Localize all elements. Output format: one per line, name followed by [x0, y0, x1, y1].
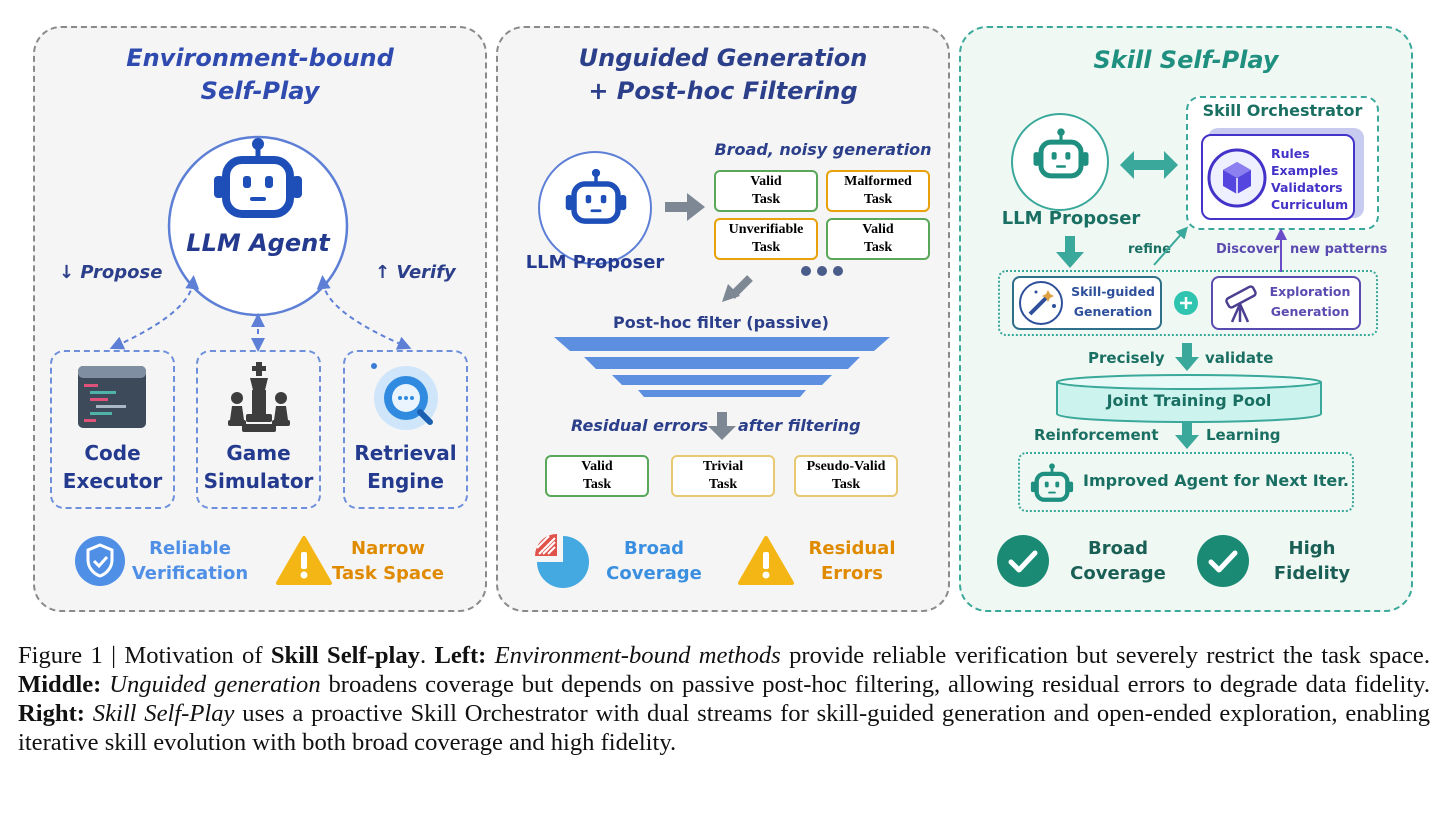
code-executor-box	[50, 350, 175, 509]
retrieval-engine-box	[343, 350, 468, 509]
arrow-down-left-icon	[722, 275, 753, 302]
broad-label-1: Broad	[624, 538, 684, 559]
orch-item-curriculum: Curriculum	[1271, 197, 1349, 212]
down-arrow-teal-icon	[1175, 421, 1199, 449]
exploration-label-2: Generation	[1270, 304, 1350, 319]
validate-label: validate	[1205, 349, 1274, 367]
filter-funnel-icon	[554, 337, 890, 397]
shield-check-icon	[75, 536, 125, 586]
broad-label-2: Coverage	[606, 563, 702, 584]
orch-item-examples: Examples	[1271, 163, 1339, 178]
broad-coverage-label-1: Broad	[1088, 538, 1148, 559]
search-cloud-icon	[371, 363, 438, 430]
robot-icon	[565, 168, 627, 224]
refine-arrow	[1153, 226, 1188, 266]
narrow-label-2: Task Space	[332, 563, 444, 584]
residual-label-1: Residual	[808, 538, 896, 559]
narrow-label-1: Narrow	[351, 538, 425, 559]
high-fidelity-label-2: Fidelity	[1273, 563, 1351, 584]
filter-label: Post-hoc filter (passive)	[613, 313, 829, 332]
ellipsis-icon	[801, 266, 843, 276]
orchestrator-label: Skill Orchestrator	[1202, 101, 1363, 120]
generation-streams-box	[998, 270, 1378, 336]
robot-icon	[1030, 463, 1074, 502]
arrow-down-icon	[708, 412, 736, 440]
retrieval-engine-label-2: Engine	[367, 469, 444, 493]
proposer-circle	[538, 151, 652, 265]
new-patterns-label: new patterns	[1290, 242, 1388, 257]
down-arrow-teal-icon	[1056, 236, 1084, 268]
telescope-icon	[1225, 285, 1257, 323]
precisely-label: Precisely	[1088, 349, 1165, 367]
left-title-line2: Self-Play	[200, 77, 320, 105]
retrieval-engine-label-1: Retrieval	[354, 441, 457, 465]
warning-icon	[738, 536, 794, 585]
code-executor-label-2: Executor	[62, 469, 163, 493]
reinforcement-label: Reinforcement	[1034, 426, 1159, 444]
broad-noisy-label: Broad, noisy generation	[714, 140, 932, 159]
game-simulator-label-1: Game	[226, 441, 291, 465]
improved-agent-label: Improved Agent for Next Iter.	[1083, 471, 1349, 490]
middle-proposer-label: LLM Proposer	[525, 252, 665, 273]
middle-title-line2: + Post-hoc Filtering	[588, 77, 858, 105]
high-fidelity-label-1: High	[1288, 538, 1336, 559]
residual-label-2: Errors	[820, 563, 883, 584]
proposer-circle	[1011, 113, 1109, 211]
reliable-label-1: Reliable	[149, 538, 231, 559]
right-title: Skill Self-Play	[1093, 46, 1279, 74]
learning-label: Learning	[1206, 426, 1281, 444]
orch-item-validators: Validators	[1271, 180, 1343, 195]
magic-wand-icon	[1019, 281, 1063, 325]
reliable-label-2: Verification	[131, 563, 249, 584]
down-arrow-teal-icon	[1175, 343, 1199, 371]
robot-icon	[1033, 128, 1089, 179]
game-simulator-box	[196, 350, 321, 509]
cube-icon	[1207, 148, 1267, 208]
left-title-line1: Environment-bound	[126, 44, 394, 72]
arrow-right-icon	[665, 193, 705, 221]
middle-panel: Unguided Generation + Post-hoc Filtering	[496, 26, 950, 612]
discover-label: Discover	[1216, 242, 1280, 257]
chess-icon	[228, 362, 290, 432]
code-executor-label-1: Code	[84, 441, 141, 465]
llm-agent-label: LLM Agent	[186, 229, 330, 257]
refine-label: refine	[1128, 242, 1171, 257]
residual-errors-label: Residual errors	[571, 416, 709, 435]
middle-title-line1: Unguided Generation	[578, 44, 868, 72]
right-proposer-label: LLM Proposer	[1001, 208, 1141, 229]
skill-guided-label-1: Skill-guided	[1071, 284, 1155, 299]
warning-icon	[276, 536, 332, 585]
check-circle-icon	[1197, 535, 1249, 587]
game-simulator-label-2: Simulator	[203, 469, 314, 493]
pie-coverage-icon	[535, 534, 589, 588]
after-filtering-label: after filtering	[738, 416, 861, 435]
plus-icon	[1174, 291, 1198, 315]
skill-guided-label-2: Generation	[1073, 304, 1153, 319]
discover-arrow	[1275, 228, 1287, 272]
joint-pool-label: Joint Training Pool	[1106, 391, 1272, 410]
check-circle-icon	[997, 535, 1049, 587]
figure-caption: Figure 1 | Motivation of Skill Self-play…	[18, 642, 1431, 756]
exploration-label-1: Exploration	[1269, 284, 1351, 299]
code-editor-icon	[78, 366, 146, 428]
double-arrow-icon	[1120, 151, 1178, 179]
improved-agent-box	[1018, 452, 1354, 512]
training-pool-cylinder	[1056, 374, 1322, 423]
orch-item-rules: Rules	[1271, 146, 1310, 161]
robot-icon	[214, 138, 302, 218]
broad-coverage-label-2: Coverage	[1070, 563, 1166, 584]
